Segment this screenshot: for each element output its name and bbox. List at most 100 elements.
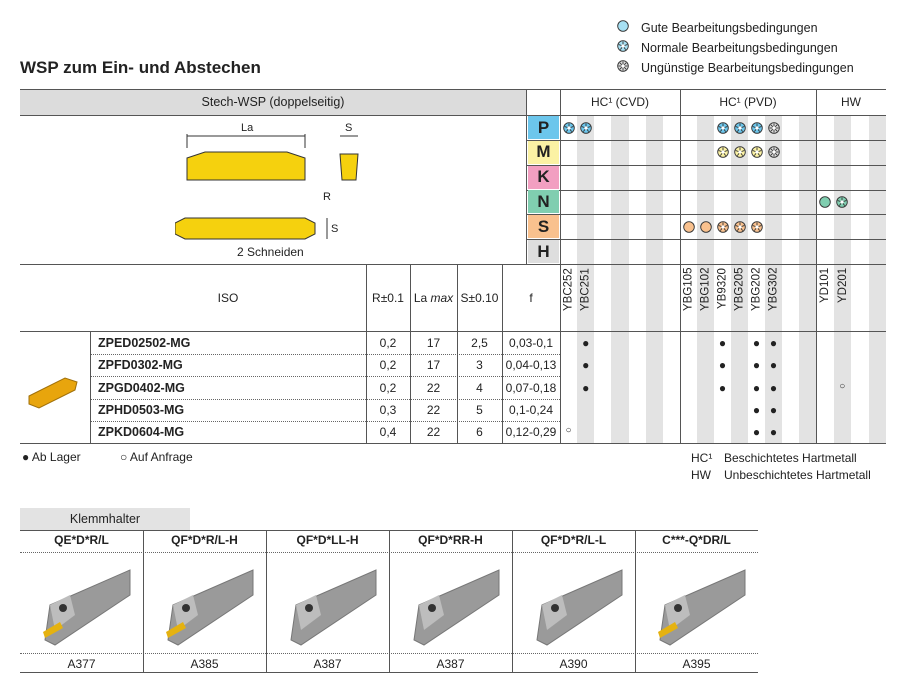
- col-la: La max: [410, 264, 457, 331]
- normal-condition-icon: [750, 220, 763, 233]
- hc-abbr: HC¹: [691, 451, 713, 465]
- holder-page-ref[interactable]: A377: [67, 657, 96, 671]
- holder-name[interactable]: QF*D*R/L-H: [171, 533, 238, 547]
- edges-label: 2 Schneiden: [237, 245, 304, 259]
- in-stock-mark: ●: [769, 380, 778, 395]
- holder-name[interactable]: C***-Q*DR/L: [662, 533, 731, 547]
- holder-page-ref[interactable]: A390: [559, 657, 588, 671]
- good-condition-icon: [818, 196, 831, 208]
- material-k: K: [528, 165, 559, 189]
- product-iso[interactable]: ZPFD0302-MG: [98, 358, 183, 373]
- hc-text: Beschichtetes Hartmetall: [724, 451, 857, 465]
- normal-condition-icon: [579, 121, 592, 134]
- in-stock-mark: ●: [752, 336, 761, 350]
- product-la: 22: [426, 380, 441, 395]
- holder-image: [158, 560, 258, 650]
- product-iso[interactable]: ZPHD0503-MG: [98, 402, 185, 417]
- good-condition-icon: [699, 220, 712, 233]
- normal-condition-icon: [716, 146, 729, 159]
- table-line: [20, 115, 886, 116]
- in-stock-mark: ●: [718, 336, 727, 350]
- holder-image: [35, 560, 135, 650]
- material-p: P: [528, 116, 559, 139]
- normal-condition-icon: [750, 146, 763, 159]
- holder-divider: [389, 530, 390, 672]
- grade-ybg205: YBG205: [733, 268, 746, 312]
- holder-divider: [635, 530, 636, 672]
- in-stock-mark: ●: [769, 402, 778, 417]
- insert-drawing: [175, 134, 359, 240]
- grade-stripe: [577, 115, 595, 443]
- legend-label: Gute Bearbeitungsbedingungen: [641, 20, 818, 35]
- product-la: 22: [426, 425, 441, 440]
- product-f: 0,04-0,13: [505, 358, 557, 373]
- dim-s: S: [345, 122, 353, 134]
- normal-condition-icon: [733, 121, 746, 134]
- product-r: 0,4: [379, 425, 397, 440]
- legend-label: Normale Bearbeitungsbedingungen: [641, 40, 838, 55]
- table-line: [366, 264, 367, 443]
- grade-stripe: [765, 115, 782, 443]
- legend-item-normal: Normale Bearbeitungsbedingungen: [617, 40, 838, 55]
- grade-yd201: YD201: [836, 268, 849, 304]
- in-stock-mark: ●: [769, 358, 778, 373]
- good-condition-icon: [617, 20, 629, 35]
- holder-page-ref[interactable]: A395: [682, 657, 711, 671]
- table-line: [20, 89, 886, 90]
- product-iso[interactable]: ZPKD0604-MG: [98, 425, 185, 440]
- col-s: S±0.10: [460, 290, 499, 305]
- holder-page-ref[interactable]: A387: [436, 657, 465, 671]
- holder-name[interactable]: QF*D*LL-H: [296, 533, 359, 547]
- grade-stripe: [697, 115, 714, 443]
- row-divider: [90, 398, 560, 400]
- col-la-label: La: [413, 290, 428, 305]
- grade-yb9320: YB9320: [716, 268, 729, 309]
- grade-ybg105: YBG105: [682, 268, 695, 312]
- table-line: [90, 331, 91, 443]
- holder-divider: [266, 530, 267, 672]
- in-stock-mark: ●: [752, 425, 761, 440]
- holder-name[interactable]: QE*D*R/L: [54, 533, 109, 547]
- product-r: 0,2: [379, 380, 397, 395]
- holder-image: [281, 560, 381, 650]
- grade-ybc251: YBC251: [579, 268, 592, 311]
- product-iso[interactable]: ZPED02502-MG: [98, 336, 191, 350]
- product-r: 0,3: [379, 402, 397, 417]
- row-divider: [90, 420, 560, 422]
- product-la: 22: [426, 402, 441, 417]
- grade-stripe: [731, 115, 748, 443]
- legend-stock: ● Ab Lager: [22, 450, 81, 464]
- normal-condition-icon: [750, 121, 763, 134]
- grade-ybg102: YBG102: [699, 268, 712, 312]
- product-s: 6: [476, 425, 483, 440]
- table-line: [20, 443, 886, 444]
- holder-page-ref[interactable]: A385: [190, 657, 219, 671]
- product-iso[interactable]: ZPGD0402-MG: [98, 380, 185, 395]
- row-divider: [526, 189, 886, 191]
- group-hw: HW: [841, 95, 861, 109]
- legend-request: ○ Auf Anfrage: [120, 450, 193, 464]
- normal-condition-icon: [716, 121, 729, 134]
- col-f: f: [529, 290, 533, 305]
- hw-text: Unbeschichtetes Hartmetall: [724, 468, 871, 482]
- insert-header-bg: [20, 89, 526, 115]
- product-f: 0,07-0,18: [505, 380, 557, 395]
- dim-s2: S: [331, 223, 339, 235]
- poor-condition-icon: [767, 121, 780, 134]
- poor-condition-icon: [767, 146, 780, 159]
- normal-condition-icon: [617, 40, 629, 55]
- table-line: [457, 264, 458, 443]
- product-la: 17: [426, 358, 441, 373]
- table-line: [502, 264, 503, 443]
- holder-name[interactable]: QF*D*R/L-L: [540, 533, 607, 547]
- col-la-max: max: [430, 290, 454, 305]
- holder-page-ref[interactable]: A387: [313, 657, 342, 671]
- holder-tab[interactable]: Klemmhalter: [20, 508, 190, 530]
- holder-name[interactable]: QF*D*RR-H: [418, 533, 483, 547]
- in-stock-mark: ●: [769, 425, 778, 440]
- normal-condition-icon: [716, 220, 729, 233]
- col-iso: ISO: [217, 290, 239, 305]
- insert-product-image: [28, 377, 78, 409]
- page-title: WSP zum Ein- und Abstechen: [20, 58, 261, 77]
